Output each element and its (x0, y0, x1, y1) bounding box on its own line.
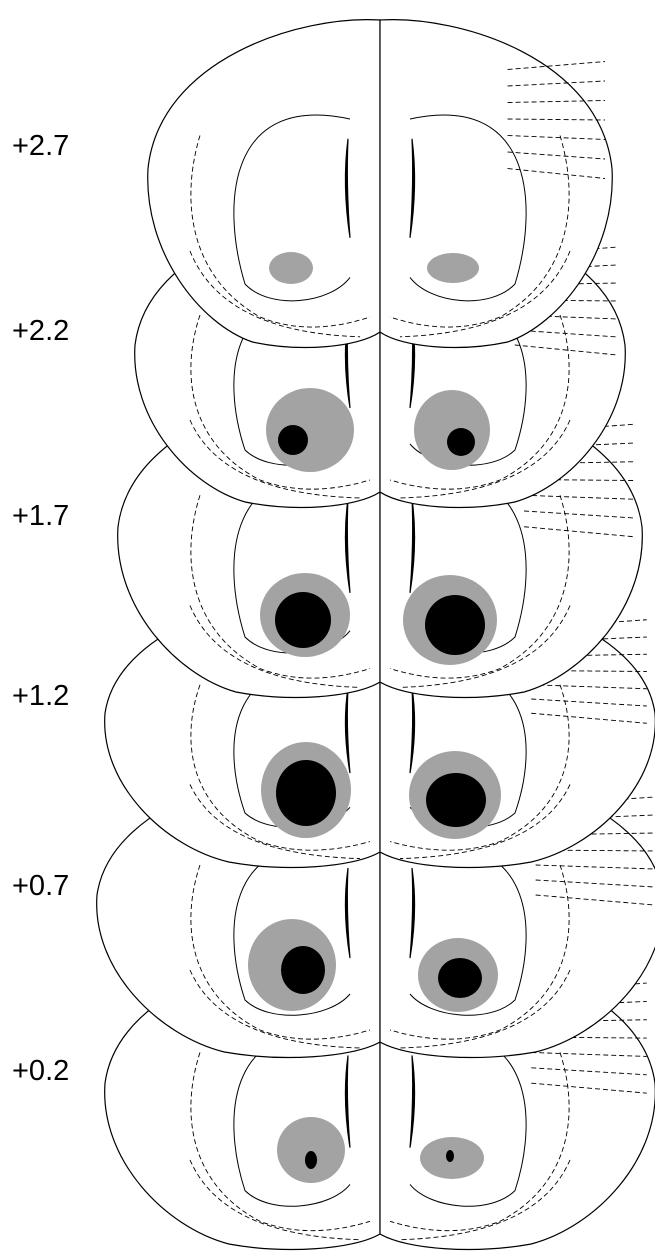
sections-layer (97, 20, 655, 1250)
right-lesion-area (414, 390, 490, 470)
left-lesion-area (266, 388, 354, 472)
left-lesion-core (276, 760, 336, 826)
right-lesion-core (438, 958, 482, 998)
right-lesion-core (425, 595, 485, 655)
coronal-section (148, 20, 613, 348)
section-label: +2.2 (12, 315, 69, 347)
right-lesion-core (446, 1150, 454, 1162)
labels-layer: +2.7 +2.2 +1.7 +1.2 +0.7 +0.2 (12, 130, 69, 1087)
left-lesion-core (281, 946, 325, 994)
section-label: +0.2 (12, 1055, 69, 1087)
left-lesion-area (277, 1117, 345, 1183)
left-lesion-core (278, 425, 308, 455)
section-label: +2.7 (12, 130, 69, 162)
right-lesion-core (426, 773, 486, 827)
left-lesion-area (269, 252, 313, 284)
right-lesion-area (427, 253, 479, 283)
right-lesion-core (447, 428, 475, 456)
section-label: +0.7 (12, 870, 69, 902)
left-lesion-core (275, 592, 331, 648)
left-lesion-core (305, 1151, 317, 1169)
section-label: +1.7 (12, 500, 69, 532)
section-label: +1.2 (12, 680, 69, 712)
